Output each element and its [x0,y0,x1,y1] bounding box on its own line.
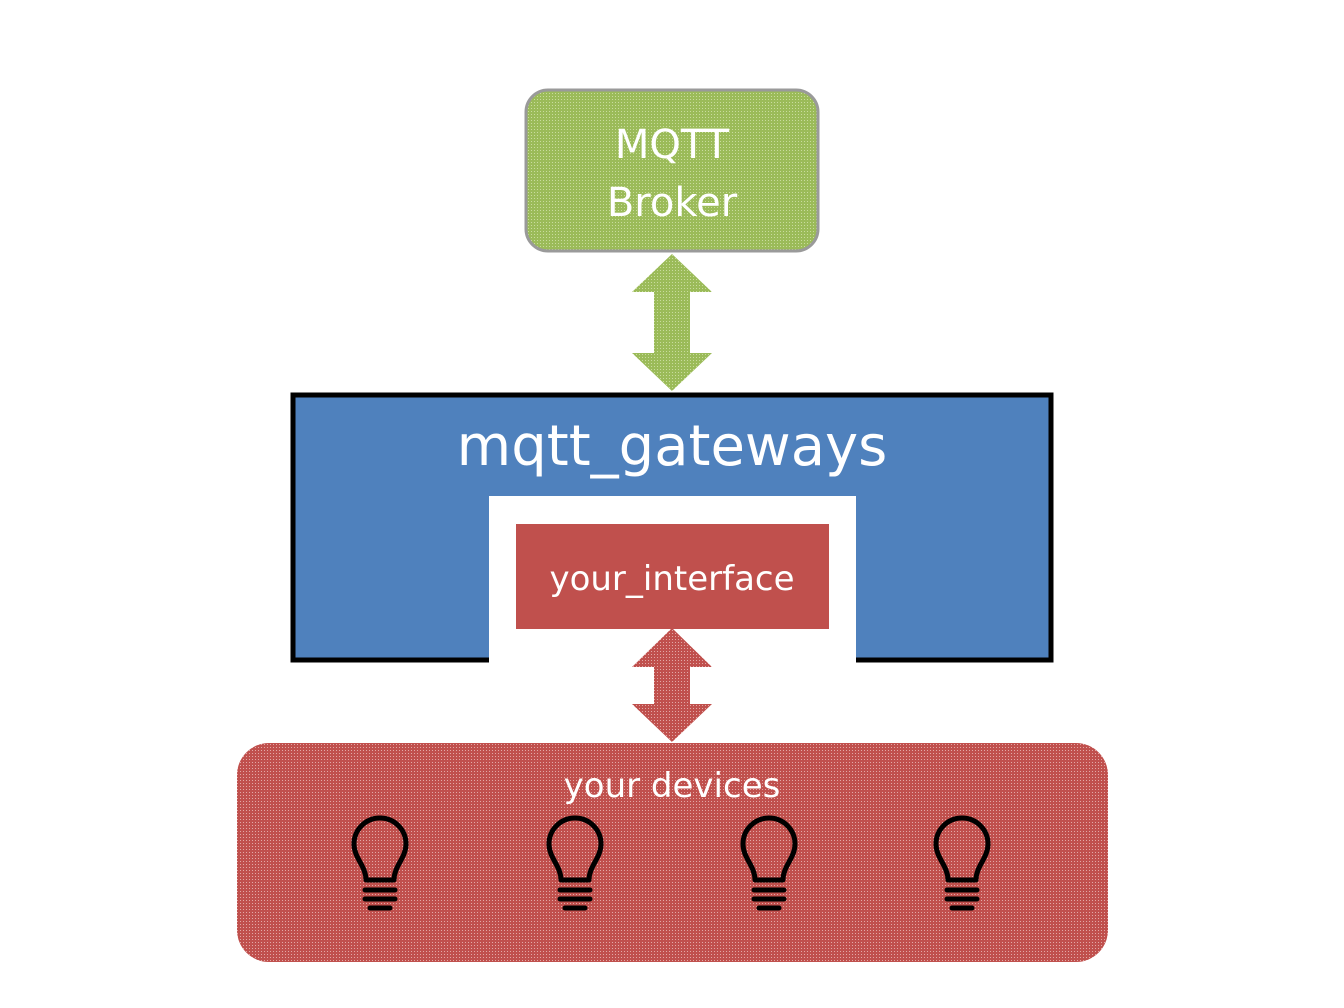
broker-label-line2: Broker [607,180,738,226]
mqtt-broker-node: MQTT Broker [524,88,820,253]
your-interface-node: your_interface [516,524,829,629]
your-devices-node: your devices [237,743,1108,962]
broker-gateway-arrow [632,254,712,391]
interface-label: your_interface [549,559,794,599]
interface-devices-arrow [632,628,712,742]
gateway-title: mqtt_gateways [457,414,888,479]
broker-label-line1: MQTT [615,122,730,168]
devices-label: your devices [564,766,781,806]
